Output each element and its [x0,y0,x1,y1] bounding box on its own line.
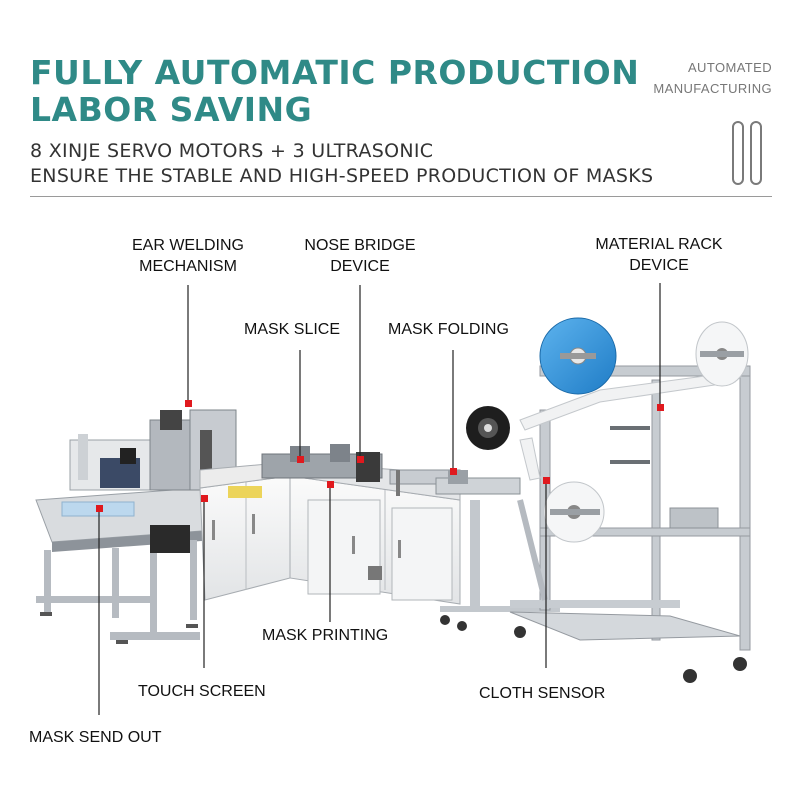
headline-line-1: FULLY AUTOMATIC PRODUCTION [30,53,640,92]
marker-material-rack [657,404,664,411]
decorative-pill-icon [732,121,744,185]
marker-mask-printing [327,481,334,488]
main-cabinets [199,461,461,605]
callout-touch-screen: TOUCH SCREEN [138,683,266,700]
header-divider [30,196,772,197]
tagline-manufacturing: MANUFACTURING [653,81,772,96]
white-top-roll [695,321,749,387]
callout-material-rack-line2: DEVICE [629,257,689,274]
marker-nose-bridge [357,456,364,463]
callout-material-rack: MATERIAL RACK DEVICE [582,234,736,276]
callout-mask-slice: MASK SLICE [244,321,341,338]
ear-welding-unit [69,409,237,491]
callout-nose-bridge-line1: NOSE BRIDGE [304,237,416,254]
output-conveyor [35,487,216,644]
callout-nose-bridge: NOSE BRIDGE DEVICE [294,235,426,277]
callout-nose-bridge-line2: DEVICE [330,258,390,275]
marker-dots [96,400,664,512]
marker-mask-send-out [96,505,103,512]
callout-ear-welding-line2: MECHANISM [139,258,237,275]
leader-lines [98,283,661,715]
callout-mask-printing: MASK PRINTING [262,627,389,644]
white-lower-roll [543,481,605,543]
black-spool [466,406,510,450]
marker-cloth-sensor [543,477,550,484]
callout-mask-folding: MASK FOLDING [388,321,509,338]
callout-ear-welding: EAR WELDING MECHANISM [120,235,256,277]
headline-line-2: LABOR SAVING [30,90,313,129]
callout-cloth-sensor: CLOTH SENSOR [479,685,606,702]
tagline-automated: AUTOMATED [687,60,772,75]
callout-material-rack-line1: MATERIAL RACK [595,236,723,253]
marker-ear-welding [185,400,192,407]
decorative-pill-icon [750,121,762,185]
callout-ear-welding-line1: EAR WELDING [131,237,244,254]
blue-material-roll [539,317,617,395]
callout-mask-send-out: MASK SEND OUT [29,729,162,746]
marker-mask-folding [450,468,457,475]
marker-mask-slice [297,456,304,463]
marker-touch-screen [201,495,208,502]
subtitle-line-1: 8 XINJE SERVO MOTORS + 3 ULTRASONIC [30,140,434,162]
subtitle-line-2: ENSURE THE STABLE AND HIGH-SPEED PRODUCT… [30,165,654,187]
